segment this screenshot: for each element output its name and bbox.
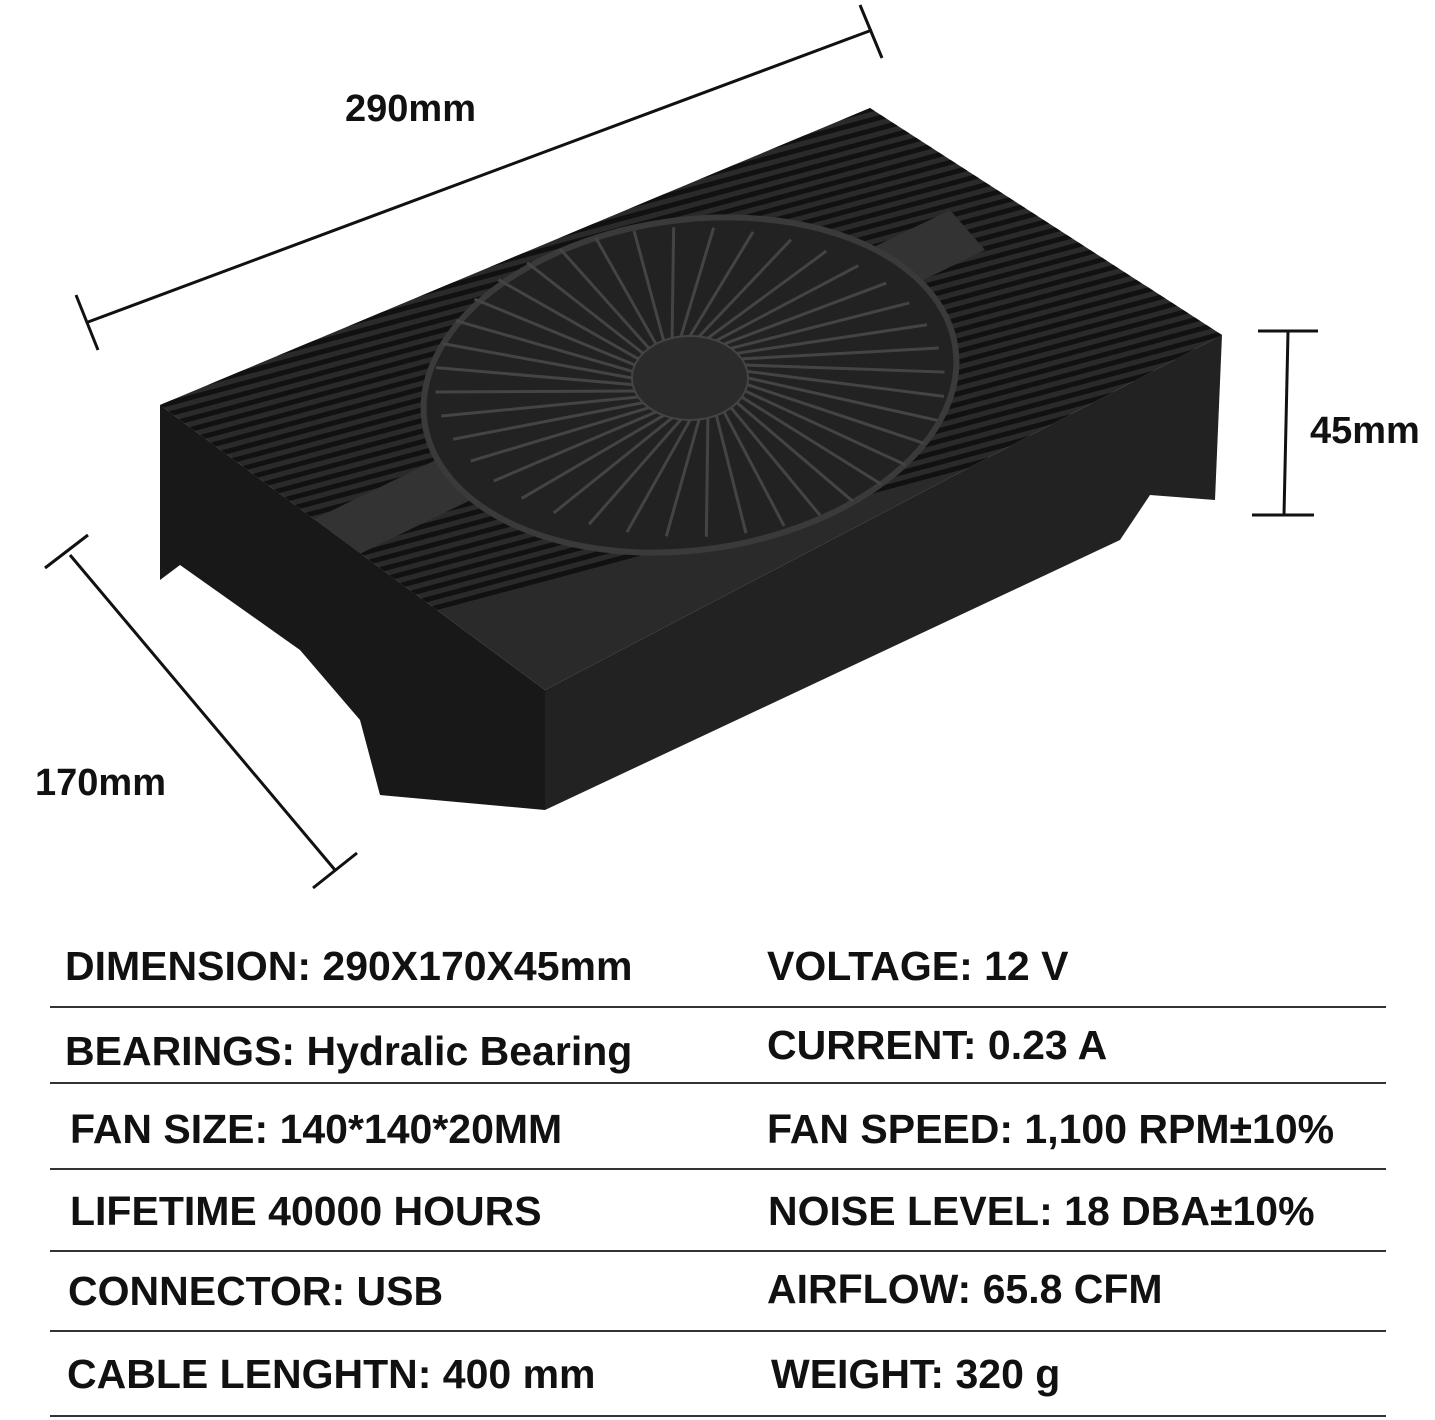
fan-spoke [632,230,666,341]
spec-dimension: DIMENSION: 290X170X45mm [65,943,633,989]
fan-spoke [740,395,883,486]
spec-voltage: VOLTAGE: 12 V [767,943,1069,989]
fan-spoke [625,419,692,533]
divider [50,1168,1386,1170]
fan-spoke [714,415,748,534]
spec-weight: WEIGHT: 320 g [771,1351,1061,1397]
fan-spoke [747,369,945,398]
fan-spoke [493,410,657,483]
fan-spoke [735,401,854,503]
fan-spoke [664,419,701,537]
fan-spoke [441,395,639,418]
fan-spoke [435,366,633,387]
fan-spoke [744,389,907,467]
dimension-line-length [74,4,884,351]
fan-spoke [697,238,793,338]
cooling-pad-illustration [44,4,1318,890]
device-body [160,108,1222,810]
width-label: 170mm [35,762,166,804]
fan-spoke [520,414,665,500]
divider [50,1006,1386,1008]
spec-airflow: AIRFLOW: 65.8 CFM [767,1266,1163,1312]
spec-lifetime: LIFETIME 40000 HOURS [70,1188,542,1234]
fan-spoke [741,346,939,361]
height-label: 45mm [1310,410,1420,452]
fan-spoke [688,231,755,337]
fan-spoke [670,227,676,339]
fan-spoke [715,264,860,342]
fan-spoke [723,281,887,346]
spec-cable-length: CABLE LENGHTN: 400 mm [67,1351,596,1397]
dimension-line-height [1252,329,1318,517]
divider [50,1082,1386,1084]
fan-spoke [526,261,645,355]
divider [50,1250,1386,1252]
fan-spoke [435,389,635,394]
spec-fan-size: FAN SIZE: 140*140*20MM [70,1106,563,1152]
fan-spoke [587,418,683,526]
fan-spoke [455,319,634,373]
fan-spoke [470,406,650,463]
fan-spoke [746,383,925,445]
spec-bearings: BEARINGS: Hydralic Bearing [65,1028,633,1074]
fan-spoke [736,323,928,355]
fan-spoke [442,342,633,380]
fan-spoke [558,247,651,350]
spec-connector: CONNECTOR: USB [68,1268,444,1314]
divider [50,1330,1386,1332]
fan-spoke [707,249,828,340]
fan-spoke [730,301,910,350]
vent-slat [358,318,1222,621]
fan-spoke [679,227,716,337]
fan-spoke [747,376,938,422]
fan-spoke [594,237,658,345]
fan-spoke [745,363,945,374]
fan-spokes [435,227,945,537]
spec-noise-level: NOISE LEVEL: 18 DBA±10% [768,1188,1315,1234]
fan-spoke [473,297,636,367]
spec-fan-speed: FAN SPEED: 1,100 RPM±10% [767,1106,1335,1152]
fan-hub [631,335,749,421]
fan-spoke [722,411,786,527]
fan-spoke [497,278,640,361]
spec-current: CURRENT: 0.23 A [767,1022,1108,1068]
divider [50,1415,1386,1417]
fan-spoke [704,417,710,537]
fan-spoke [452,401,644,441]
dimension-line-width [44,533,358,890]
vent-slat [368,326,1222,628]
length-label: 290mm [345,88,476,130]
fan-spoke [552,416,674,515]
fan-spoke [729,406,822,517]
